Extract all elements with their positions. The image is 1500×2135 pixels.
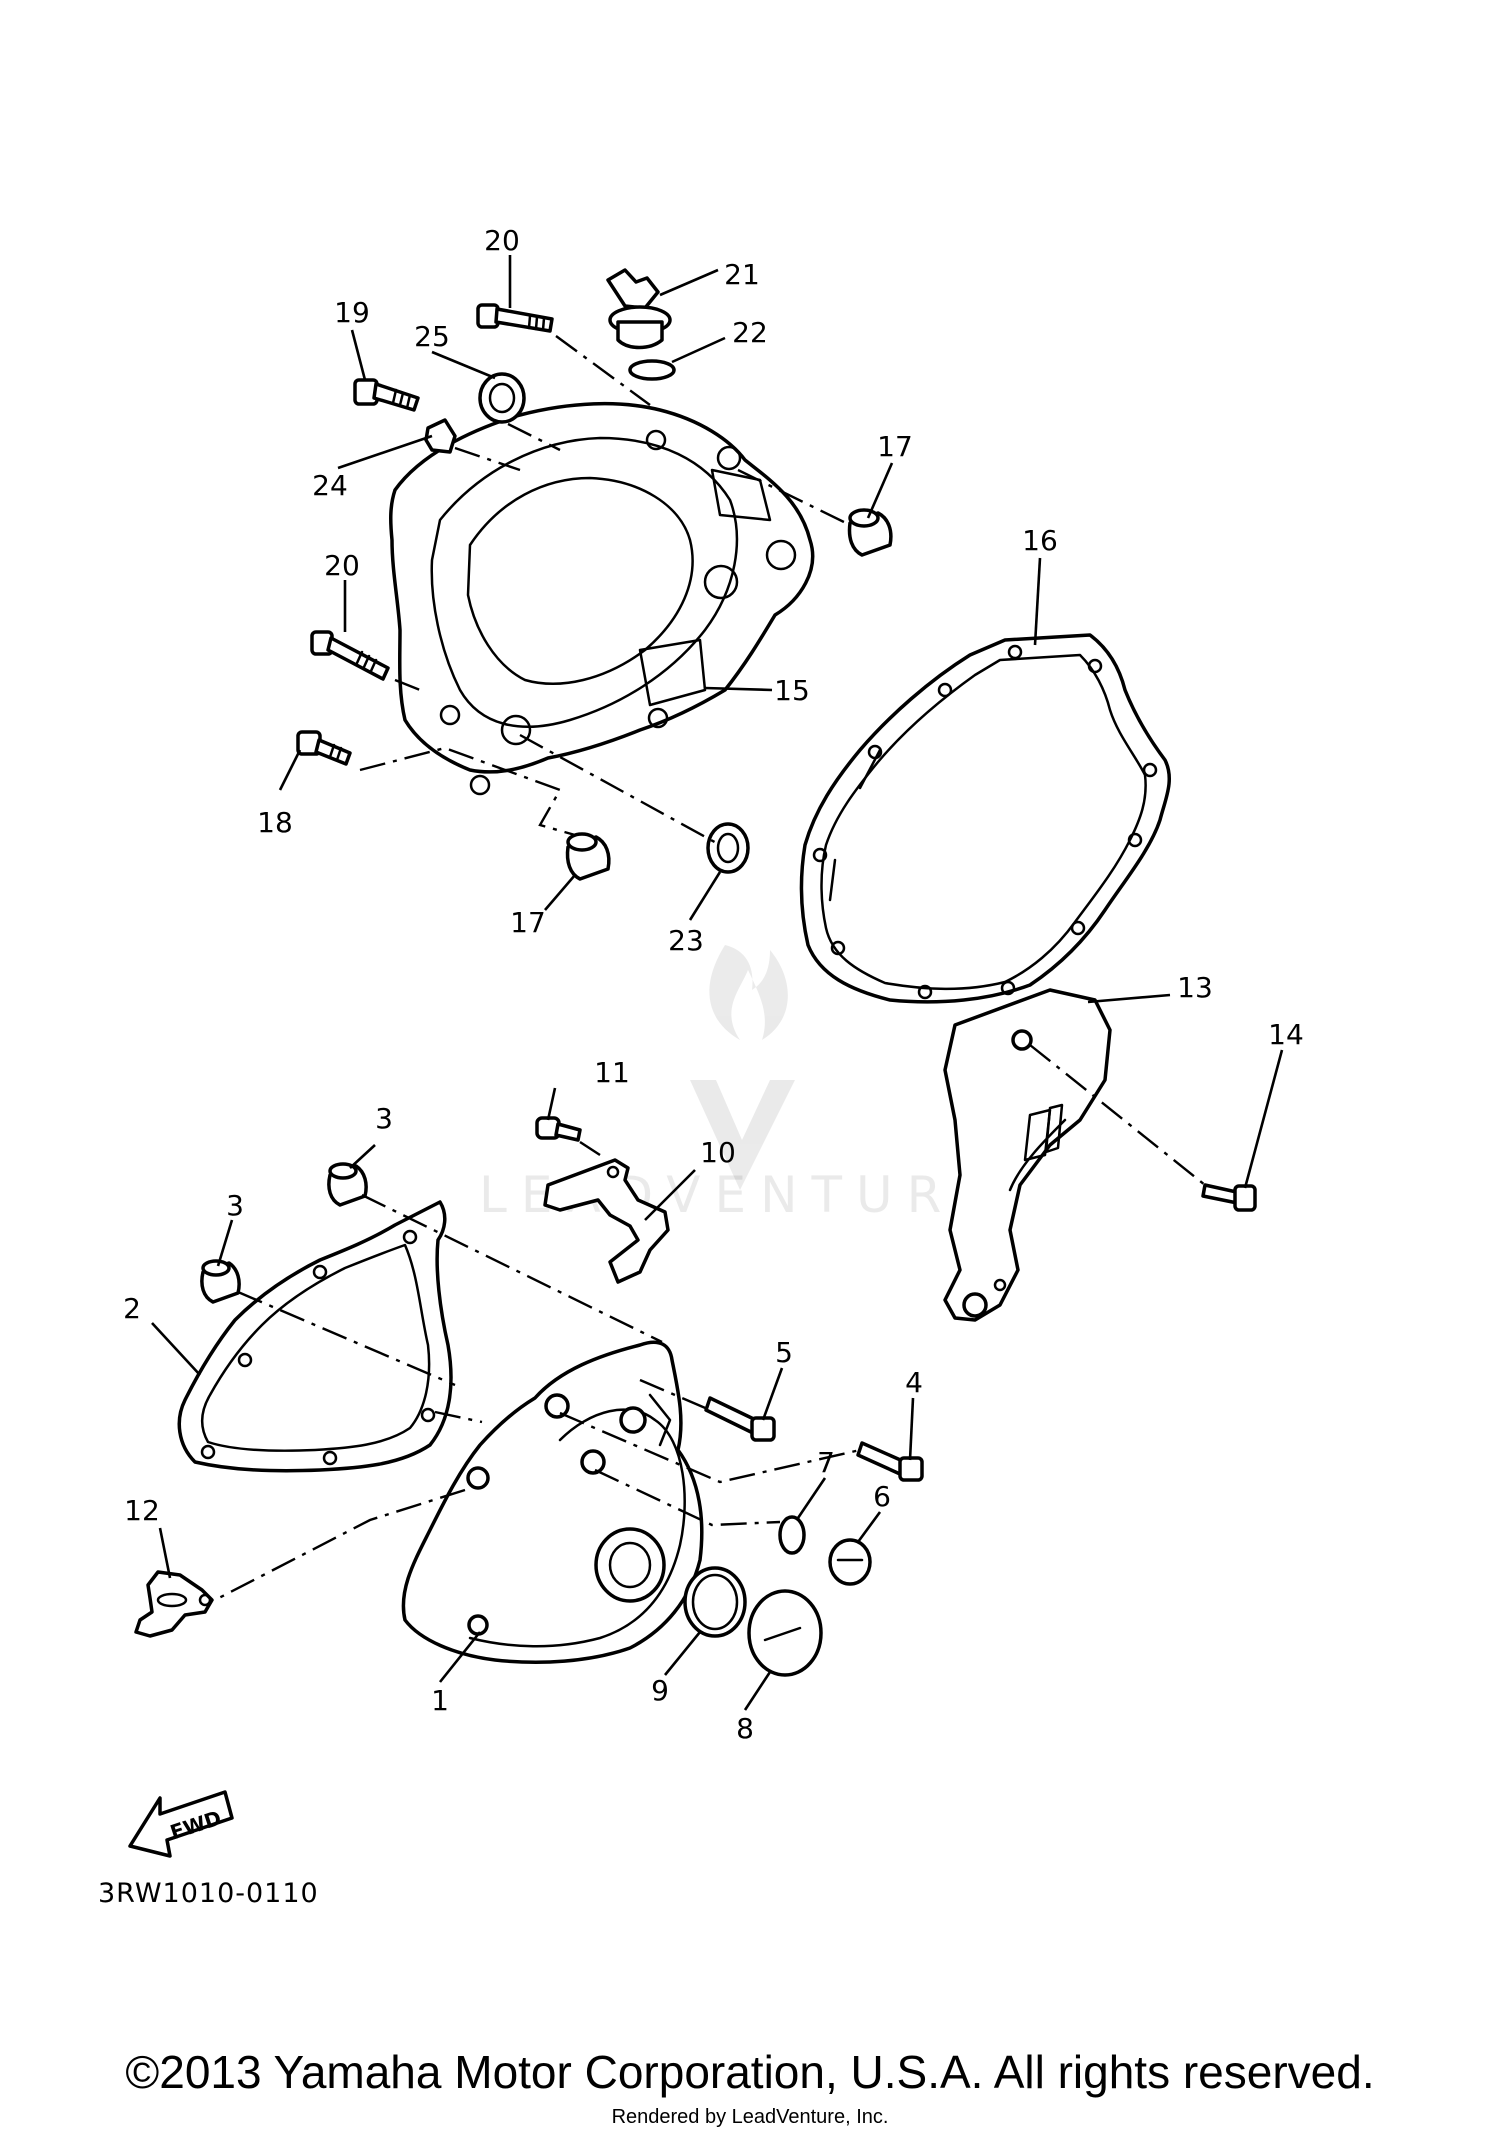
plug-8 (747, 1589, 823, 1677)
plug-6 (828, 1538, 872, 1586)
gasket-16 (799, 633, 1172, 1004)
bolt-18 (296, 730, 352, 766)
bolt-19 (353, 378, 420, 412)
callout-3-upper: 3 (375, 1102, 393, 1135)
sprocket-cover-13 (943, 988, 1112, 1322)
callout-8: 8 (736, 1712, 754, 1745)
forward-direction-arrow: FWD (128, 1790, 234, 1858)
screw-11 (535, 1116, 582, 1142)
watermark-logo (690, 945, 795, 1190)
callout-12: 12 (124, 1494, 160, 1527)
callout-20-upper: 20 (484, 224, 520, 257)
copyright-notice: ©2013 Yamaha Motor Corporation, U.S.A. A… (125, 2046, 1375, 2098)
callout-24: 24 (312, 469, 348, 502)
callout-9: 9 (651, 1674, 669, 1707)
oil-filler-cap-21 (606, 268, 672, 350)
dowel-pin-3-upper (327, 1162, 368, 1207)
crankcase-cover-right (389, 401, 815, 796)
dowel-pin-17-upper (847, 508, 893, 557)
callout-18: 18 (257, 806, 293, 839)
o-ring-22 (628, 359, 676, 381)
callout-22: 22 (732, 316, 768, 349)
bolt-14 (1201, 1183, 1257, 1212)
callout-20-lower: 20 (324, 549, 360, 582)
bracket-12 (134, 1570, 214, 1638)
callout-17-upper: 17 (877, 430, 913, 463)
callout-19: 19 (334, 296, 370, 329)
leader-lines (151, 255, 1284, 1711)
rendered-by-credit: Rendered by LeadVenture, Inc. (611, 2106, 889, 2128)
callout-23: 23 (668, 924, 704, 957)
callout-2: 2 (123, 1292, 141, 1325)
oil-seal-23 (706, 822, 750, 874)
o-ring-7 (778, 1515, 806, 1555)
callout-6: 6 (873, 1480, 891, 1513)
callout-5: 5 (775, 1336, 793, 1369)
callout-3-lower: 3 (226, 1189, 244, 1222)
dowel-pin-3-lower (200, 1259, 241, 1304)
callout-16: 16 (1022, 524, 1058, 557)
callout-7: 7 (817, 1446, 835, 1479)
gasket-2 (177, 1200, 453, 1473)
callout-14: 14 (1268, 1018, 1304, 1051)
callout-10: 10 (700, 1136, 736, 1169)
callout-15: 15 (774, 674, 810, 707)
callout-25: 25 (414, 320, 450, 353)
diagram-code: 3RW1010-0110 (98, 1878, 319, 1909)
callout-labels: 20 21 19 22 25 17 24 16 20 15 18 17 23 1… (123, 224, 1304, 1745)
bolt-4 (856, 1441, 924, 1482)
oil-seal-25 (478, 372, 526, 424)
crankcase-cover-left (401, 1340, 704, 1664)
callout-13: 13 (1177, 971, 1213, 1004)
callout-11: 11 (594, 1056, 630, 1089)
callout-21: 21 (724, 258, 760, 291)
callout-4: 4 (905, 1366, 923, 1399)
dowel-pin-17-lower (565, 832, 611, 881)
bolt-5 (704, 1396, 776, 1442)
bolt-20-upper (476, 303, 554, 333)
callout-1: 1 (431, 1684, 449, 1717)
bolt-20-lower (310, 630, 390, 681)
callout-17-lower: 17 (510, 906, 546, 939)
o-ring-9 (683, 1566, 747, 1638)
bracket-10 (543, 1158, 670, 1284)
clip-24 (424, 418, 457, 454)
